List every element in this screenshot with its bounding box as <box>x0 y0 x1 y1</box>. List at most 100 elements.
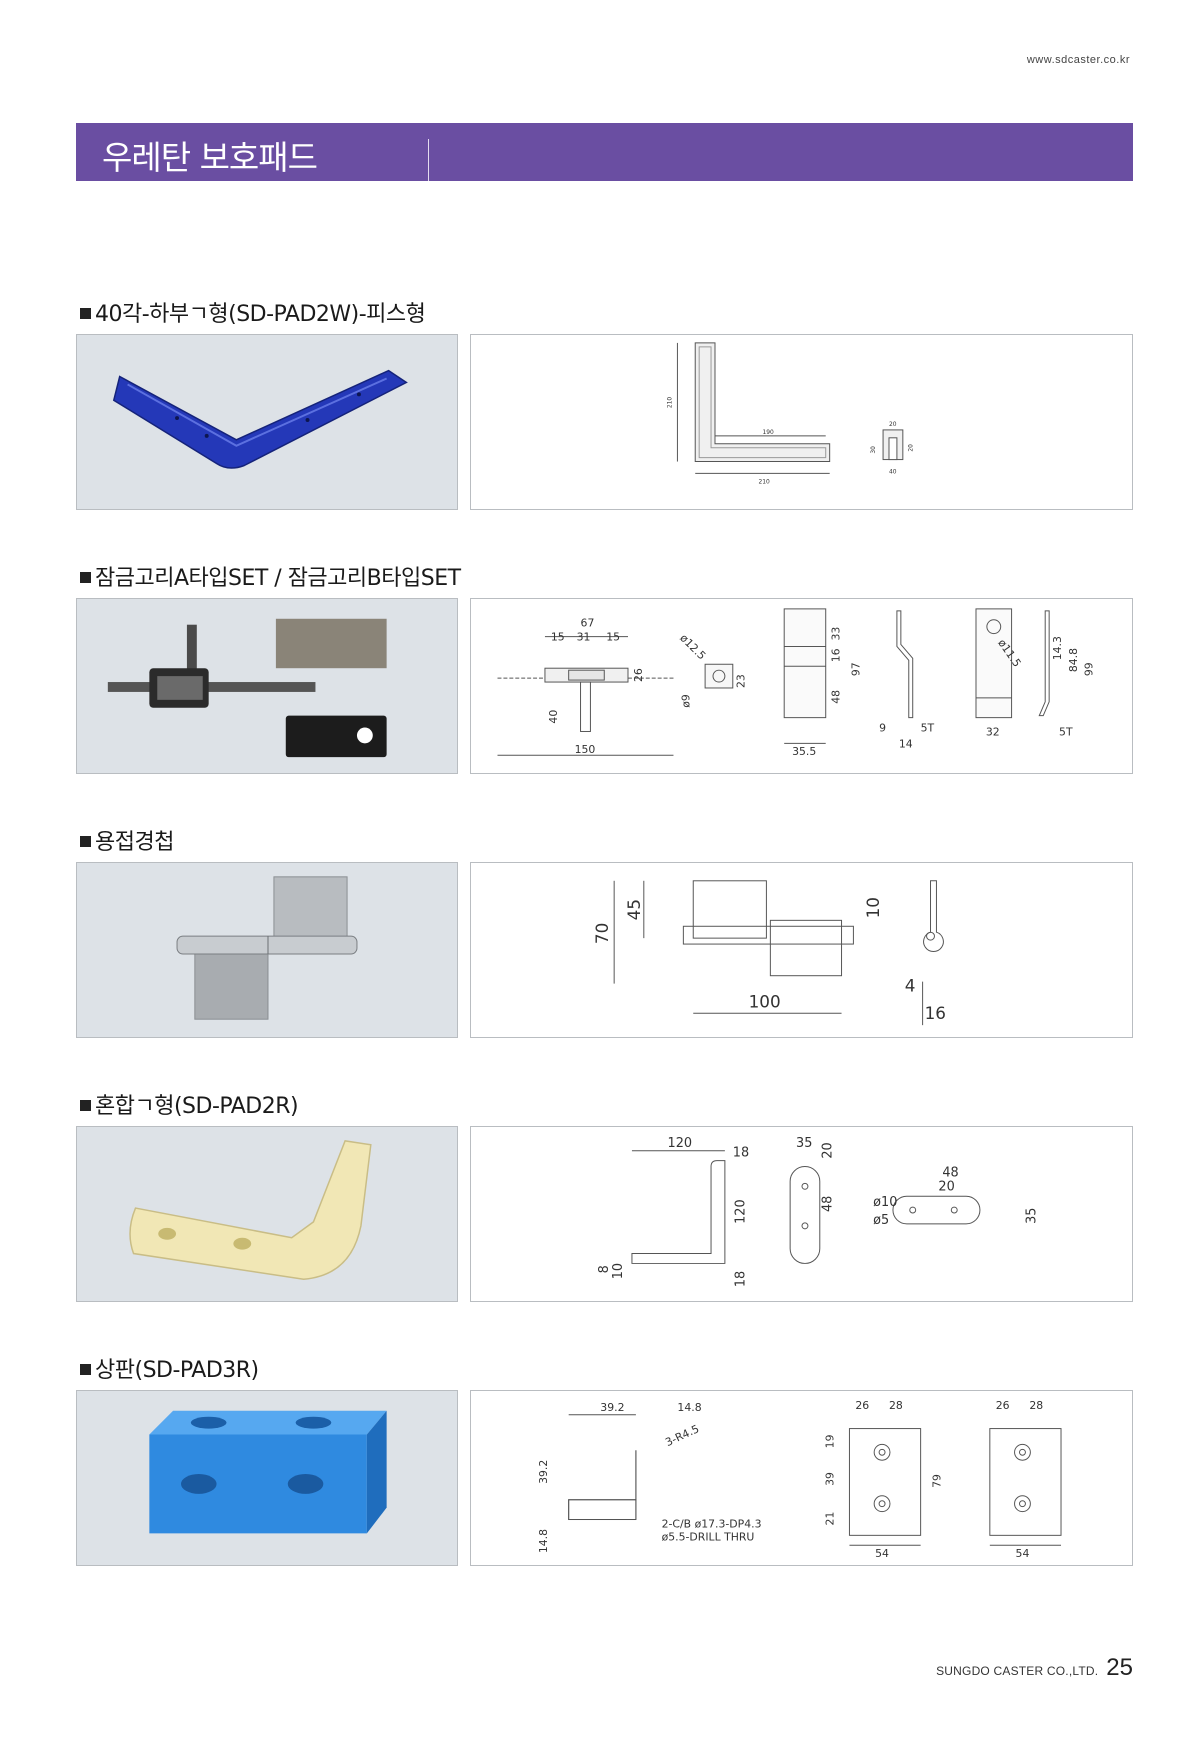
svg-text:70: 70 <box>592 923 612 944</box>
technical-drawing: 210 190 210 20 30 40 20 <box>666 342 915 485</box>
svg-text:16: 16 <box>830 648 843 662</box>
svg-text:67: 67 <box>581 617 595 630</box>
blue-l-pad-image <box>112 369 408 469</box>
svg-text:20: 20 <box>889 421 897 428</box>
svg-text:ø5: ø5 <box>873 1213 889 1228</box>
svg-text:21: 21 <box>824 1512 837 1526</box>
svg-text:39: 39 <box>824 1472 837 1486</box>
svg-text:23: 23 <box>735 674 748 688</box>
drawing-welding-hinge: 70 45 10 100 4 16 <box>470 862 1133 1038</box>
svg-text:97: 97 <box>849 662 862 676</box>
square-bullet-icon <box>80 836 91 847</box>
svg-text:28: 28 <box>889 1399 903 1412</box>
svg-text:14.3: 14.3 <box>1051 636 1064 660</box>
svg-text:32: 32 <box>986 725 1000 738</box>
website-url[interactable]: www.sdcaster.co.kr <box>1026 54 1130 66</box>
svg-text:20: 20 <box>938 1179 954 1194</box>
svg-text:ø5.5-DRILL THRU: ø5.5-DRILL THRU <box>662 1530 755 1543</box>
page-number: 25 <box>1106 1654 1133 1681</box>
svg-text:20: 20 <box>908 444 915 452</box>
svg-text:26: 26 <box>855 1399 869 1412</box>
svg-text:150: 150 <box>575 743 596 756</box>
square-bullet-icon <box>80 1364 91 1375</box>
svg-text:10: 10 <box>863 897 883 918</box>
svg-text:ø9: ø9 <box>679 694 692 708</box>
svg-text:35: 35 <box>1024 1208 1039 1224</box>
svg-text:48: 48 <box>830 690 843 704</box>
svg-text:9: 9 <box>879 721 886 734</box>
svg-text:18: 18 <box>733 1146 749 1161</box>
svg-text:35: 35 <box>796 1136 812 1151</box>
svg-text:35.5: 35.5 <box>792 745 816 758</box>
svg-text:48: 48 <box>821 1196 836 1212</box>
svg-text:28: 28 <box>1029 1399 1043 1412</box>
svg-text:8: 8 <box>597 1265 612 1273</box>
photo-lock-hook <box>76 598 458 774</box>
svg-text:39.2: 39.2 <box>600 1401 624 1414</box>
svg-text:15: 15 <box>551 631 565 644</box>
svg-text:30: 30 <box>870 446 877 454</box>
svg-text:54: 54 <box>1016 1547 1030 1560</box>
svg-text:79: 79 <box>930 1474 943 1488</box>
title-divider <box>428 139 429 181</box>
svg-text:190: 190 <box>762 429 774 436</box>
photo-pad2w <box>76 334 458 510</box>
svg-text:26: 26 <box>996 1399 1010 1412</box>
svg-text:14: 14 <box>899 737 913 750</box>
svg-text:99: 99 <box>1083 662 1096 676</box>
svg-text:14.8: 14.8 <box>677 1401 701 1414</box>
svg-text:120: 120 <box>734 1199 749 1224</box>
technical-drawing: 67 15 31 15 26 40 150 ø12.5 ø9 23 33 16 … <box>497 608 1096 758</box>
photo-pad3r <box>76 1390 458 1566</box>
photo-pad2r <box>76 1126 458 1302</box>
section-heading-pad2w: 40각-하부ㄱ형(SD-PAD2W)-피스형 <box>80 296 426 328</box>
svg-text:3-R4.5: 3-R4.5 <box>663 1422 701 1449</box>
drawing-lock-hook: 67 15 31 15 26 40 150 ø12.5 ø9 23 33 16 … <box>470 598 1133 774</box>
svg-text:40: 40 <box>889 468 897 475</box>
svg-text:31: 31 <box>577 631 591 644</box>
technical-drawing: 120 18 120 8 10 18 35 20 48 48 20 ø10 ø5… <box>597 1136 1039 1287</box>
drawing-pad2w: 210 190 210 20 30 40 20 <box>470 334 1133 510</box>
svg-text:100: 100 <box>749 991 781 1011</box>
svg-text:ø12.5: ø12.5 <box>677 631 708 662</box>
drawing-pad3r: 39.2 14.8 3-R4.5 39.2 14.8 2-C/B ø17.3-D… <box>470 1390 1133 1566</box>
svg-text:45: 45 <box>624 899 644 920</box>
svg-text:33: 33 <box>830 627 843 641</box>
svg-text:10: 10 <box>611 1263 626 1279</box>
svg-text:19: 19 <box>824 1434 837 1448</box>
svg-text:18: 18 <box>734 1271 749 1287</box>
svg-text:2-C/B ø17.3-DP4.3: 2-C/B ø17.3-DP4.3 <box>662 1517 762 1530</box>
svg-text:ø10: ø10 <box>873 1195 897 1210</box>
page-title: 우레탄 보호패드 <box>102 138 318 177</box>
svg-text:120: 120 <box>668 1136 693 1151</box>
square-bullet-icon <box>80 1100 91 1111</box>
technical-drawing: 39.2 14.8 3-R4.5 39.2 14.8 2-C/B ø17.3-D… <box>537 1399 1062 1560</box>
svg-text:39.2: 39.2 <box>537 1460 550 1484</box>
svg-text:84.8: 84.8 <box>1067 648 1080 672</box>
svg-text:15: 15 <box>606 631 620 644</box>
welding-hinge-image <box>176 876 358 1020</box>
svg-text:40: 40 <box>547 710 560 724</box>
company-name: SUNGDO CASTER CO.,LTD. <box>936 1664 1099 1678</box>
photo-welding-hinge <box>76 862 458 1038</box>
section-heading-pad2r: 혼합ㄱ형(SD-PAD2R) <box>80 1088 299 1120</box>
section-heading-pad3r: 상판(SD-PAD3R) <box>80 1352 259 1384</box>
cream-l-pad-image <box>129 1140 372 1280</box>
svg-text:5T: 5T <box>1059 725 1073 738</box>
square-bullet-icon <box>80 572 91 583</box>
page-footer: SUNGDO CASTER CO.,LTD. 25 <box>936 1654 1133 1682</box>
svg-text:20: 20 <box>821 1142 836 1158</box>
svg-text:210: 210 <box>666 397 673 409</box>
svg-text:16: 16 <box>925 1003 946 1023</box>
lock-hook-image <box>107 618 387 758</box>
drawing-pad2r: 120 18 120 8 10 18 35 20 48 48 20 ø10 ø5… <box>470 1126 1133 1302</box>
svg-text:4: 4 <box>905 976 916 996</box>
title-bar: 우레탄 보호패드 <box>76 123 1133 181</box>
blue-plate-block-image <box>149 1410 387 1534</box>
svg-text:54: 54 <box>875 1547 889 1560</box>
svg-text:5T: 5T <box>921 721 935 734</box>
technical-drawing: 70 45 10 100 4 16 <box>592 880 946 1026</box>
svg-text:48: 48 <box>942 1165 958 1180</box>
square-bullet-icon <box>80 308 91 319</box>
svg-text:26: 26 <box>632 668 645 682</box>
